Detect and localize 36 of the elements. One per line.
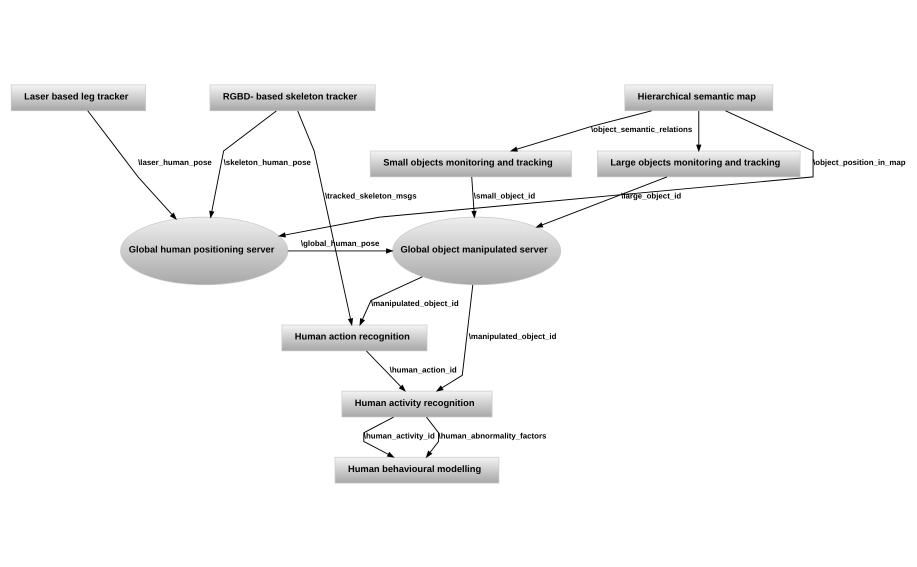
node-box: Human behavioural modelling <box>334 456 500 483</box>
arrow <box>696 110 702 152</box>
node-ellipse: Global object manipulated server <box>392 216 562 285</box>
arrow <box>426 416 440 458</box>
edge-label: \object_position_in_map <box>813 158 906 167</box>
edge-label: \human_abnormality_factors <box>438 430 546 440</box>
edge-label: \human_action_id <box>390 364 457 374</box>
arrow <box>471 176 477 218</box>
edge-label: \human_activity_id <box>364 430 435 440</box>
node-box: Large objects monitoring and tracking <box>597 150 800 177</box>
edge-label: \large_object_id <box>621 190 682 200</box>
edge-label: \manipulated_object_id <box>370 298 459 308</box>
arrow <box>297 110 354 326</box>
arrow <box>436 284 474 392</box>
edge-label: \laser_human_pose <box>138 158 212 167</box>
edge-label: \object_semantic_relations <box>590 124 692 134</box>
edge-label: \small_object_id <box>474 190 536 200</box>
arrow <box>209 110 277 218</box>
edge-label: \tracked_skeleton_msgs <box>324 190 417 200</box>
node-ellipse: Global human positioning server <box>120 216 288 285</box>
node-box: Human activity recognition <box>342 390 492 417</box>
edge-label: \skeleton_human_pose <box>224 158 311 167</box>
arrow <box>510 110 652 152</box>
arrow <box>287 248 394 254</box>
arrow <box>359 276 423 326</box>
node-box: Laser based leg tracker <box>10 84 146 111</box>
node-box: Human action recognition <box>281 324 428 351</box>
arrow <box>366 350 406 392</box>
edge-label: \manipulated_object_id <box>468 332 556 341</box>
arrow <box>87 110 177 220</box>
node-box: Small objects monitoring and tracking <box>370 150 572 177</box>
node-box: RGBD- based skeleton tracker <box>210 84 376 111</box>
node-box: Hierarchical semantic map <box>624 84 774 111</box>
arrow <box>278 110 814 238</box>
arrow <box>535 176 668 228</box>
arrow <box>363 416 395 458</box>
